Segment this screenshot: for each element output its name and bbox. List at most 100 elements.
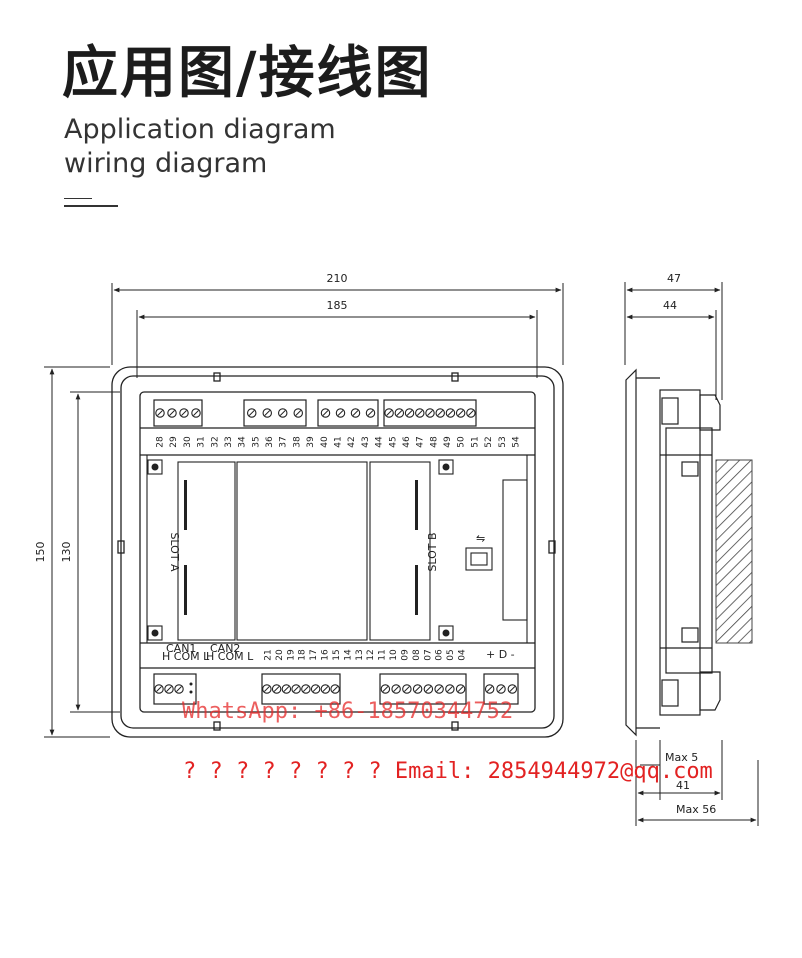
terminal-screw-slot <box>416 410 423 416</box>
terminal-screw <box>271 684 282 694</box>
slot-b-label: SLOT B <box>426 532 439 571</box>
terminal-screw-slot <box>486 686 493 692</box>
terminal-screw <box>445 684 455 694</box>
terminal-screw <box>281 684 292 694</box>
terminal-screw-slot <box>367 410 374 416</box>
bottom-terminal-number: 10 <box>389 649 399 661</box>
terminal-screw-slot <box>193 410 199 416</box>
top-terminal-number: 43 <box>361 436 371 447</box>
terminal-screw-slot <box>181 410 187 416</box>
terminal-screw-slot <box>436 686 442 692</box>
terminal-screw <box>179 408 189 418</box>
inner-frame <box>146 455 528 643</box>
terminal-screw-slot <box>447 686 453 692</box>
top-terminal-number: 40 <box>320 436 330 448</box>
dimension-depth-inner <box>626 310 717 400</box>
terminal-screw <box>350 408 361 418</box>
terminal-screw-slot <box>166 686 172 692</box>
terminal-screw-slot <box>264 410 271 416</box>
watermark-email: ? ? ? ? ? ? ? ? Email: 2854944972@qq.com <box>183 759 713 784</box>
bottom-terminal-number: 11 <box>378 649 388 660</box>
terminal-screw <box>394 408 405 418</box>
can2-label: CAN2 <box>210 642 240 655</box>
terminal-screw <box>154 684 164 694</box>
terminal-screw <box>330 684 340 694</box>
bottom-terminal-number: 17 <box>309 649 319 660</box>
terminal-screw <box>507 684 518 694</box>
terminal-screw <box>423 684 434 694</box>
terminal-screw-slot <box>447 410 454 416</box>
top-terminal-number: 32 <box>210 436 220 447</box>
terminal-screw <box>484 684 495 694</box>
dimension-width-inner <box>136 310 538 378</box>
dim-max5-label: Max 5 <box>665 751 698 764</box>
terminal-screw <box>301 684 311 694</box>
terminal-screw-slot <box>425 686 432 692</box>
panel-cutout-hatch <box>715 459 753 644</box>
bottom-terminal-blocks <box>153 673 519 705</box>
terminal-screw-slot <box>509 686 516 692</box>
terminal-screw-slot <box>498 686 504 692</box>
terminal-screw-slot <box>176 686 182 692</box>
page-title-english-1: Application diagram <box>64 114 336 145</box>
bottom-terminal-number: 05 <box>446 649 456 660</box>
usb-icon: ⇋ <box>476 532 485 545</box>
terminal-screw-slot <box>382 686 389 692</box>
bottom-terminal-number: 13 <box>355 649 365 660</box>
terminal-screw-slot <box>427 410 433 416</box>
terminal-screw <box>434 684 444 694</box>
top-terminal-screws <box>155 408 476 418</box>
terminal-screw <box>167 408 177 418</box>
can1-label: CAN1 <box>166 642 196 655</box>
front-panel <box>111 366 564 738</box>
dimension-width-outer <box>111 283 564 365</box>
terminal-screw <box>455 408 466 418</box>
dimension-depth-outer <box>624 282 723 400</box>
terminal-screw <box>435 408 445 418</box>
terminal-screw <box>310 684 321 694</box>
terminal-screw <box>455 684 466 694</box>
dim-41-label: 41 <box>676 779 690 792</box>
top-terminal-number: 28 <box>156 436 166 448</box>
terminal-screw <box>277 408 288 418</box>
terminal-screw <box>380 684 391 694</box>
top-terminal-number: 30 <box>183 436 193 448</box>
page-title-chinese: 应用图/接线图 <box>62 41 433 106</box>
top-terminal-number: 41 <box>334 436 344 447</box>
terminal-screw <box>496 684 506 694</box>
terminal-screw <box>262 684 272 694</box>
terminal-screw-slot <box>396 410 403 416</box>
title-underline-short <box>64 198 92 199</box>
can2-pins-label: H COM L <box>206 650 254 663</box>
top-terminal-number: 52 <box>484 436 494 447</box>
dim-max56-label: Max 56 <box>676 803 716 816</box>
terminal-screw-slot <box>437 410 444 416</box>
terminal-screw <box>365 408 376 418</box>
bottom-terminal-number: 08 <box>412 649 422 661</box>
bottom-terminal-number: 16 <box>321 649 331 661</box>
terminal-screw <box>404 408 415 418</box>
top-terminal-number: 34 <box>238 436 248 448</box>
top-terminal-number: 51 <box>470 436 480 447</box>
terminal-screw-slot <box>337 410 344 416</box>
terminal-screw-slot <box>303 686 309 692</box>
terminal-screw <box>415 408 425 418</box>
terminal-screw <box>466 408 476 418</box>
terminal-screw <box>412 684 423 694</box>
terminal-screw-slot <box>156 686 162 692</box>
terminal-screw <box>320 408 331 418</box>
page-title-english-2: wiring diagram <box>64 148 268 179</box>
terminal-screw-slot <box>393 686 399 692</box>
terminal-screw <box>335 408 346 418</box>
terminal-screw <box>384 408 394 418</box>
bottom-terminal-number: 21 <box>264 649 274 660</box>
dim-130-label: 130 <box>60 542 73 563</box>
terminal-screw <box>293 408 303 418</box>
terminal-screw-slot <box>248 410 255 416</box>
terminal-screw-slot <box>468 410 474 416</box>
top-terminal-number: 54 <box>512 436 522 448</box>
top-terminal-number: 35 <box>251 436 261 447</box>
